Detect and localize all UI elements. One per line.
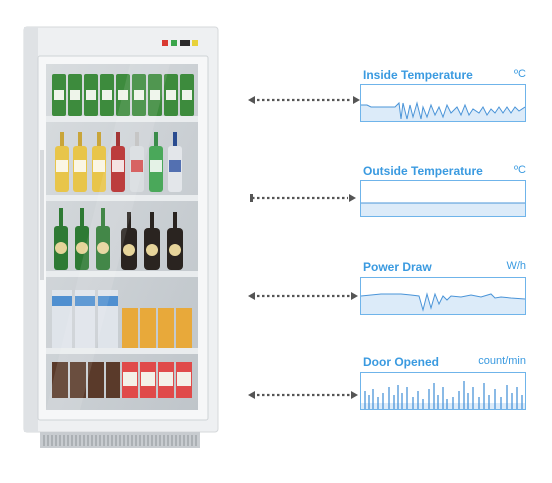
status-light-yellow [192,40,198,46]
panel-unit-power-draw: W/h [506,260,526,272]
status-light-green [171,40,177,46]
sparkline-chart [361,101,526,121]
panel-title-outside-temperature: Outside Temperature [363,164,483,178]
shelf-5-boxes [52,362,192,398]
connector-arrows [248,96,360,399]
vent-grille [43,435,197,446]
panel-unit-outside-temperature: ºC [514,164,526,176]
glass-reflection [46,64,170,410]
sparkline-inside-temperature [360,84,526,122]
shelf-2-bottles [55,132,182,192]
sparkline-outside-temperature [360,180,526,217]
panel-unit-inside-temperature: ºC [514,68,526,80]
sparkline-power-draw [360,277,526,315]
refrigerator-illustration [23,26,219,448]
panel-title-power-draw: Power Draw [363,260,432,274]
sparkline-chart [360,292,526,314]
shelf-4-cartons [52,290,192,348]
sparkline-chart [361,381,525,409]
status-display [180,40,190,46]
panel-title-door-opened: Door Opened [363,355,440,369]
shelf-3-bottles [54,208,183,270]
shelves [46,116,198,354]
sparkline-chart [361,202,525,216]
fridge-side-panel [24,27,38,432]
shelf-1-green-bottles [52,74,194,116]
status-light-red [162,40,168,46]
door-handle [40,150,44,280]
sparkline-door-opened [360,372,526,410]
panel-unit-door-opened: count/min [478,355,526,367]
panel-title-inside-temperature: Inside Temperature [363,68,473,82]
